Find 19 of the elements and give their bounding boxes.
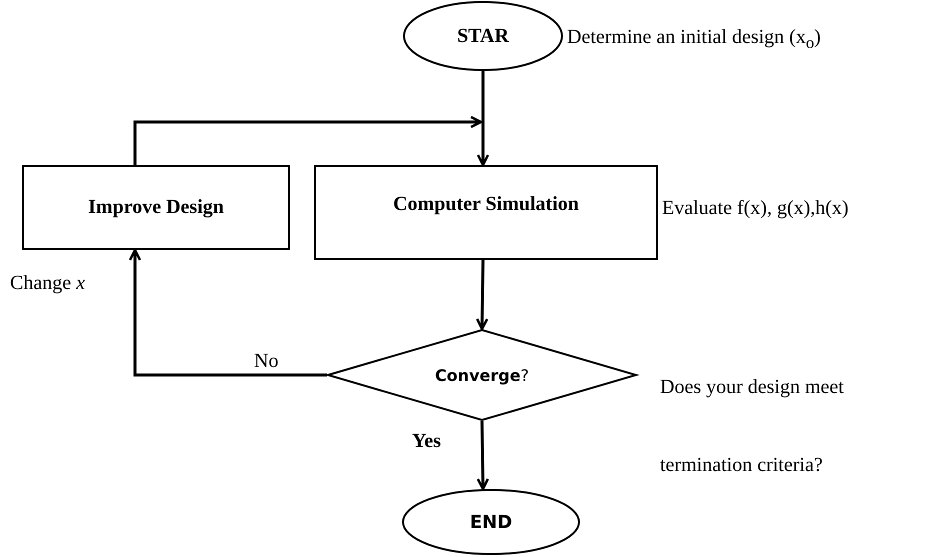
process-box xyxy=(22,165,290,250)
note-text: Change x xyxy=(10,272,85,295)
node-label: Converge? xyxy=(434,366,530,384)
arrow xyxy=(476,420,490,490)
node-label: Computer Simulation xyxy=(393,193,579,216)
decision-diamond xyxy=(327,329,637,421)
node-label: Improve Design xyxy=(88,196,224,219)
arrow xyxy=(128,248,327,376)
annotation-text: Does your design meet termination criteria? xyxy=(660,375,845,478)
process-box xyxy=(314,165,658,260)
arrow xyxy=(476,71,490,166)
arrow xyxy=(476,260,488,330)
node-label: END xyxy=(470,512,512,532)
arrow xyxy=(134,116,482,165)
terminal-ellipse xyxy=(402,489,580,555)
node-label: STAR xyxy=(457,24,509,48)
annotation-text: Determine an initial design (x$_{o}$) xyxy=(567,25,822,54)
terminal-ellipse xyxy=(403,1,563,71)
annotation-text: Evaluate f(x), g(x),h(x) xyxy=(662,196,850,221)
